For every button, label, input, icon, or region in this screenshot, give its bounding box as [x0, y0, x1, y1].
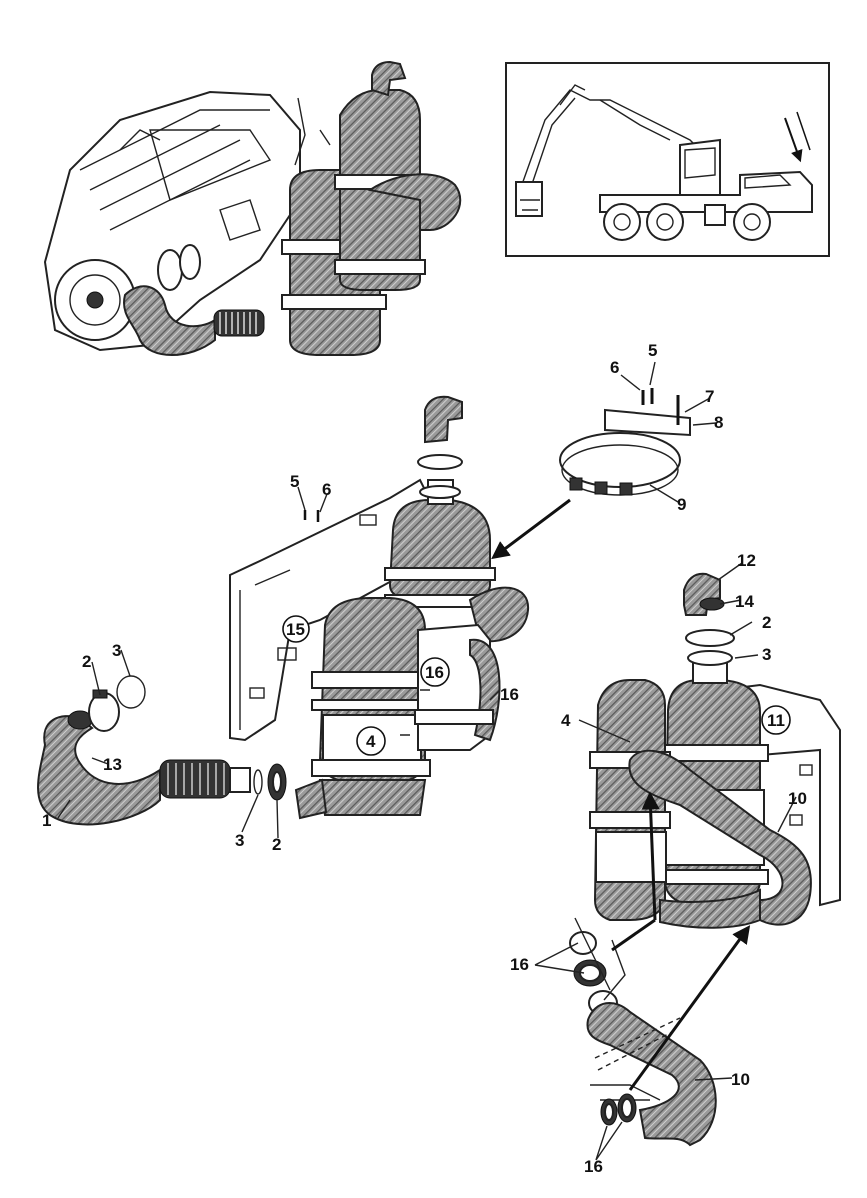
- callout-labels: 5 6 7 8 9 5 6 15 16 16 4 2 3 13 1 3 2 12…: [42, 341, 807, 1176]
- callout-1: 1: [42, 811, 51, 830]
- engine-assembly-illustration: [43, 60, 462, 356]
- callout-16: 16: [425, 663, 444, 682]
- callout-16: 16: [584, 1157, 603, 1176]
- callout-4-circle: [356, 726, 386, 756]
- callout-5: 5: [648, 341, 657, 360]
- callout-4: 4: [366, 732, 376, 751]
- callout-2: 2: [272, 835, 281, 854]
- callout-2: 2: [762, 613, 771, 632]
- callout-11: 11: [767, 711, 785, 730]
- callout-4: 4: [561, 711, 571, 730]
- callout-3: 3: [762, 645, 771, 664]
- callout-2: 2: [82, 652, 91, 671]
- callout-5: 5: [290, 472, 299, 491]
- callout-6: 6: [610, 358, 619, 377]
- right-exploded-assembly: [569, 572, 841, 1147]
- callout-3: 3: [235, 831, 244, 850]
- callout-16: 16: [500, 685, 519, 704]
- callout-15: 15: [286, 620, 305, 639]
- callout-15-circle: [282, 615, 310, 643]
- callout-14: 14: [735, 592, 754, 611]
- callout-13: 13: [103, 755, 122, 774]
- callout-9: 9: [677, 495, 686, 514]
- callout-6: 6: [322, 480, 331, 499]
- callout-10: 10: [788, 789, 807, 808]
- callout-11-circle: [761, 705, 791, 735]
- forwarder-machine-location-inset: [505, 62, 830, 257]
- callout-7: 7: [705, 387, 714, 406]
- callout-12: 12: [737, 551, 756, 570]
- center-exploded-assembly: [37, 388, 691, 826]
- callout-16-circle: [420, 657, 450, 687]
- leader-lines: [57, 361, 797, 1161]
- callout-3: 3: [112, 641, 121, 660]
- callout-16: 16: [510, 955, 529, 974]
- callout-10: 10: [731, 1070, 750, 1089]
- callout-8: 8: [714, 413, 723, 432]
